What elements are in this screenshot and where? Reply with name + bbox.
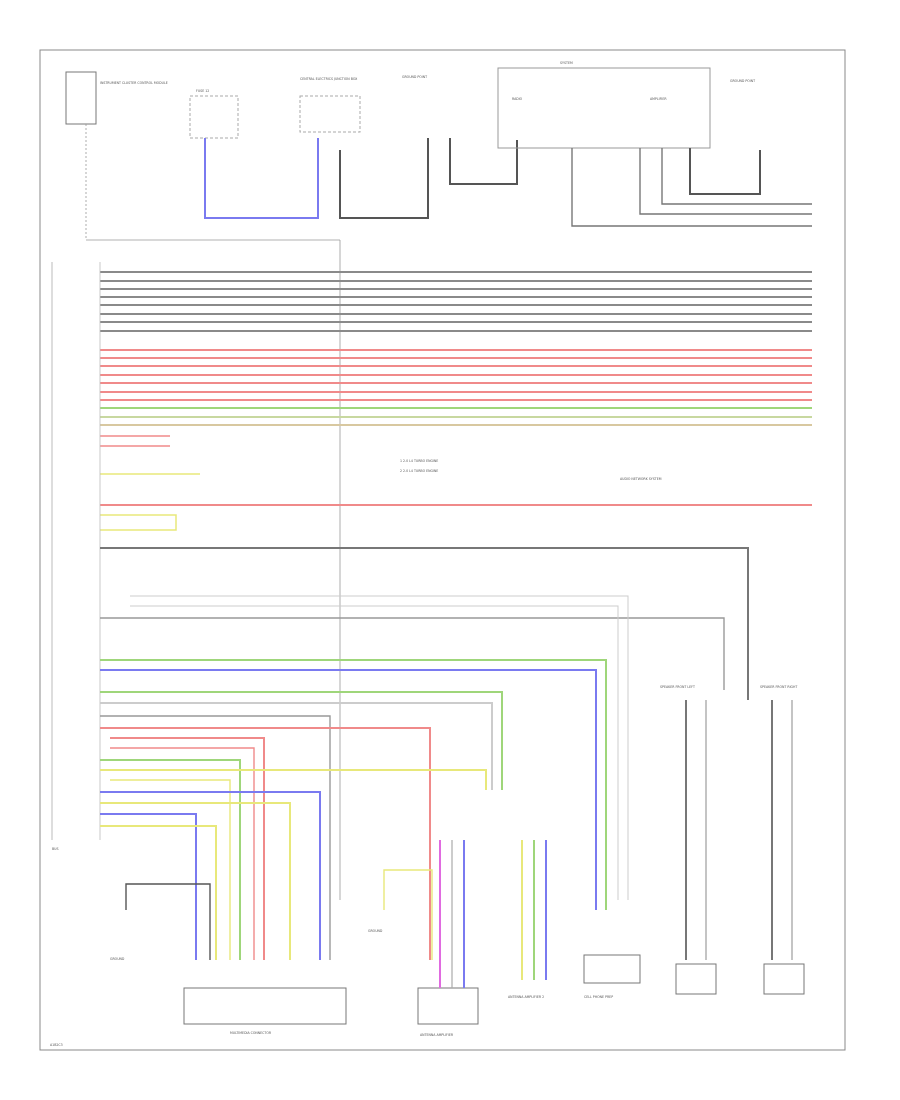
diagram-frame [39, 49, 846, 1051]
bus-label: BUS [52, 847, 59, 851]
junction-box-label: CENTRAL ELECTRICS JUNCTION BOX [300, 77, 358, 81]
top-left-module: INSTRUMENT CLUSTER CONTROL MODULE [65, 71, 168, 125]
note-2: 2 2.0 L4 TURBO ENGINE [400, 469, 438, 473]
antenna-amplifier: ANTENNA AMPLIFIER [417, 840, 479, 1037]
ground-left: GROUND [110, 883, 211, 961]
note-1: 1 2.0 L4 TURBO ENGINE [400, 459, 438, 463]
system-label: SYSTEM [560, 61, 573, 65]
top-left-module-label: INSTRUMENT CLUSTER CONTROL MODULE [100, 81, 168, 85]
ground-top-label: GROUND POINT [402, 75, 427, 79]
multimedia-connector-label: MULTIMEDIA CONNECTOR [230, 1031, 272, 1035]
phone-prep-label: CELL PHONE PREP [584, 995, 613, 999]
antenna-amplifier-2-label: ANTENNA AMPLIFIER 2 [508, 995, 544, 999]
ground-right: GROUND POINT [730, 79, 755, 83]
speaker-front-right: SPEAKER FRONT RIGHT [760, 685, 805, 995]
ground-right-label: GROUND POINT [730, 79, 755, 83]
section-label: AUDIO NETWORK SYSTEM [620, 477, 662, 481]
amplifier-label: AMPLIFIER [650, 97, 667, 101]
speaker-front-left-label: SPEAKER FRONT LEFT [660, 685, 695, 689]
phone-prep: CELL PHONE PREP [583, 954, 641, 999]
fuse-box: FUSE 12 [189, 89, 239, 139]
footer-id: A1B2C3 [50, 1043, 63, 1047]
fuse-box-label: FUSE 12 [196, 89, 209, 93]
antenna-amplifier-label: ANTENNA AMPLIFIER [420, 1033, 454, 1037]
radio-module: SYSTEM RADIO AMPLIFIER [497, 61, 711, 149]
ground-mid-label: GROUND [368, 929, 383, 933]
ground-top: GROUND POINT [402, 75, 427, 79]
bus-wires-gray [100, 271, 812, 332]
ground-mid: GROUND [368, 869, 433, 960]
speaker-front-right-label: SPEAKER FRONT RIGHT [760, 685, 797, 689]
radio-label: RADIO [512, 97, 523, 101]
bus-wires-red [100, 349, 812, 401]
junction-box: CENTRAL ELECTRICS JUNCTION BOX [299, 77, 361, 133]
ground-left-label: GROUND [110, 957, 125, 961]
wire-blue-fuse [204, 138, 319, 219]
speaker-front-left: SPEAKER FRONT LEFT [660, 685, 717, 995]
multimedia-connector: MULTIMEDIA CONNECTOR [183, 987, 347, 1035]
antenna-amplifier-2: ANTENNA AMPLIFIER 2 [508, 840, 547, 999]
